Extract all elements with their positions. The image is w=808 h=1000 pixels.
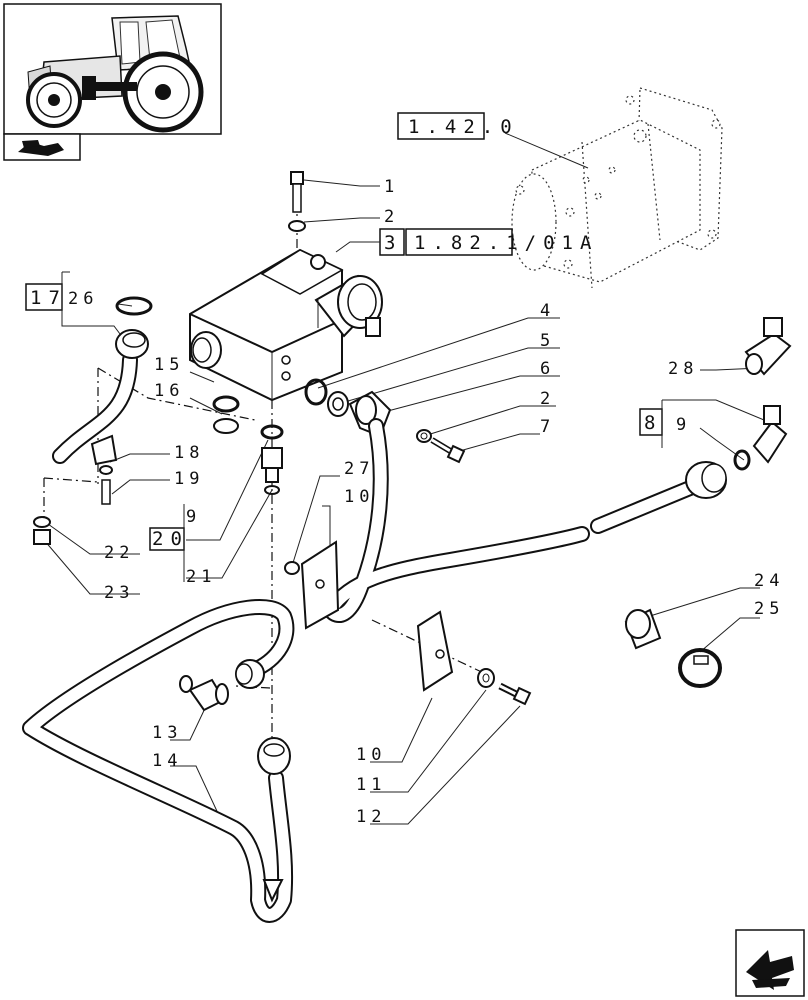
hydraulic-pump-ghost [511, 87, 723, 289]
elbow-9-28[interactable] [733, 317, 792, 471]
washer-2-right[interactable] [416, 429, 432, 443]
callout-labels: 1 2 26 4 5 6 2 7 15 16 18 19 9 21 22 23 … [68, 177, 784, 827]
label-6: 6 [540, 359, 555, 379]
adapter-9-21[interactable] [260, 424, 284, 495]
ref-pump-text: 1.42.0 [408, 116, 519, 138]
label-18: 18 [174, 443, 204, 463]
bracket-10-lower[interactable] [416, 610, 454, 692]
label-15: 15 [154, 355, 184, 375]
label-26: 26 [68, 289, 98, 309]
elbow-13[interactable] [179, 675, 229, 712]
label-4: 4 [540, 301, 555, 321]
ref-valve-a-text: 3 [384, 232, 402, 254]
washer-11[interactable] [477, 668, 495, 688]
banjo-bolt-7[interactable] [430, 437, 466, 464]
label-1: 1 [384, 177, 399, 197]
label-27: 27 [344, 459, 374, 479]
next-page-arrow-icon[interactable] [735, 929, 805, 997]
ref-box-kit-20[interactable]: 20 [149, 504, 189, 582]
bracket-10-upper[interactable] [284, 540, 340, 630]
bolt-12[interactable] [498, 682, 532, 706]
pipe-14[interactable] [22, 598, 295, 923]
o-ring-26[interactable] [115, 296, 153, 316]
label-16: 16 [154, 381, 184, 401]
washer-2-top[interactable] [288, 220, 306, 232]
clip-18-19[interactable] [99, 465, 113, 505]
kit-20-text: 20 [152, 528, 189, 550]
o-rings-15-16[interactable] [212, 395, 240, 434]
label-10b: 10 [356, 745, 386, 765]
bolt-1[interactable] [290, 171, 304, 213]
plug-22-23[interactable] [33, 516, 51, 545]
tractor-thumbnail-icon[interactable] [3, 3, 222, 135]
label-2b: 2 [540, 389, 555, 409]
label-28: 28 [668, 359, 698, 379]
label-7: 7 [540, 417, 555, 437]
label-25: 25 [754, 599, 784, 619]
label-11: 11 [356, 775, 386, 795]
solenoid-valve-block[interactable] [189, 248, 383, 402]
ref-valve-b-text: 1.82.1/01A [414, 232, 598, 254]
label-12: 12 [356, 807, 386, 827]
hose-clamp-25[interactable] [678, 648, 722, 688]
kit-17-text: 17 [30, 287, 67, 309]
sleeve-24[interactable] [624, 608, 662, 650]
label-13: 13 [152, 723, 182, 743]
label-9b: 9 [676, 415, 691, 435]
label-10a: 10 [344, 487, 374, 507]
label-9a: 9 [186, 507, 201, 527]
label-24: 24 [754, 571, 784, 591]
ref-box-pump[interactable]: 1.42.0 [397, 112, 589, 169]
label-2a: 2 [384, 207, 399, 227]
label-5: 5 [540, 331, 555, 351]
label-19: 19 [174, 469, 204, 489]
hose-main[interactable] [322, 418, 727, 623]
label-23: 23 [104, 583, 134, 603]
label-21: 21 [186, 567, 216, 587]
ref-box-kit-17[interactable]: 17 [25, 271, 127, 343]
ref-box-kit-8[interactable]: 8 [639, 399, 765, 448]
prev-page-arrow-icon[interactable] [3, 133, 81, 161]
label-22: 22 [104, 543, 134, 563]
ref-box-valve[interactable]: 3 1.82.1/01A [335, 228, 598, 256]
seal-rings-4-5[interactable] [304, 378, 349, 417]
pipe-17[interactable] [52, 329, 149, 466]
kit-8-text: 8 [644, 412, 662, 434]
leader-lines [43, 179, 761, 825]
label-14: 14 [152, 751, 182, 771]
